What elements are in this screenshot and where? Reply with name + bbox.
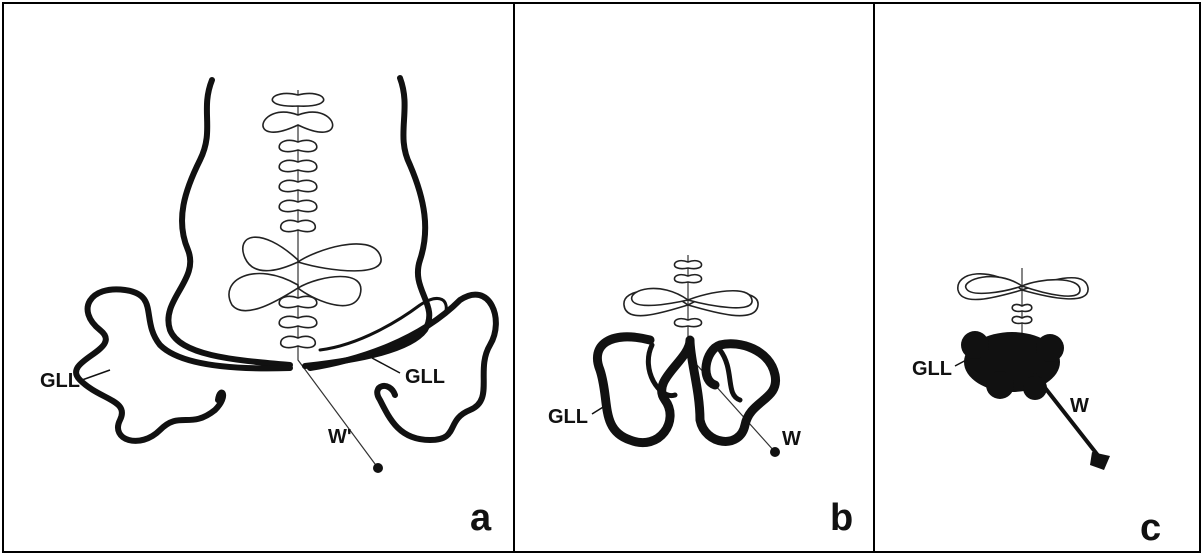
panel-a-gll-left [73,286,293,444]
panel-a-large-loop-upper [242,236,382,272]
panel-b-leader-gll [591,403,609,415]
panel-b-gll-inner [645,342,743,403]
panel-a-small-loops [262,92,334,349]
panel-a-label-gll-right: GLL [405,366,445,388]
panel-b: GLL W b [548,255,853,539]
panel-c-gll-lobe-2 [1036,334,1064,362]
panel-a-gll-right-inner [318,297,448,352]
panel-b-axis-end [770,447,780,457]
panel-a-label-gll-left: GLL [40,370,80,392]
panel-a-leader-gll-left [81,369,111,381]
panel-a-gll-right [307,291,499,443]
panel-c-large-loops-2 [965,275,1081,297]
panel-a-label-w: W' [328,426,352,448]
panel-a-giant-loop-right [302,75,433,369]
panel-c: GLL W c [912,268,1161,549]
panel-a-axis-end [373,463,383,473]
panel-c-leader-gll [954,357,971,367]
panel-c-w-tail-end [1090,452,1110,470]
panel-b-label-w: W [782,428,801,450]
panel-c-label-w: W [1070,395,1089,417]
panel-a-leader-gll-right [371,357,401,374]
panel-c-gll-lobe-1 [961,331,989,359]
panel-b-label-gll: GLL [548,406,588,428]
panel-a-letter: a [470,497,492,539]
panel-c-w-tail [1033,373,1102,460]
panel-a-axis [297,90,379,469]
panel-a-large-loop-lower [228,272,362,312]
panel-b-letter: b [830,497,853,539]
panel-c-small-loops [1011,303,1033,325]
panel-a-giant-loop-left [165,77,293,368]
panel-c-letter: c [1140,507,1161,549]
panel-b-gll-loops [593,332,780,447]
panel-b-large-loops-2 [631,287,753,309]
panel-b-small-loops [673,259,703,328]
panel-a: GLL GLL W' a [40,75,499,539]
panel-c-label-gll: GLL [912,358,952,380]
panel-c-gll-lobe-3 [986,371,1014,399]
